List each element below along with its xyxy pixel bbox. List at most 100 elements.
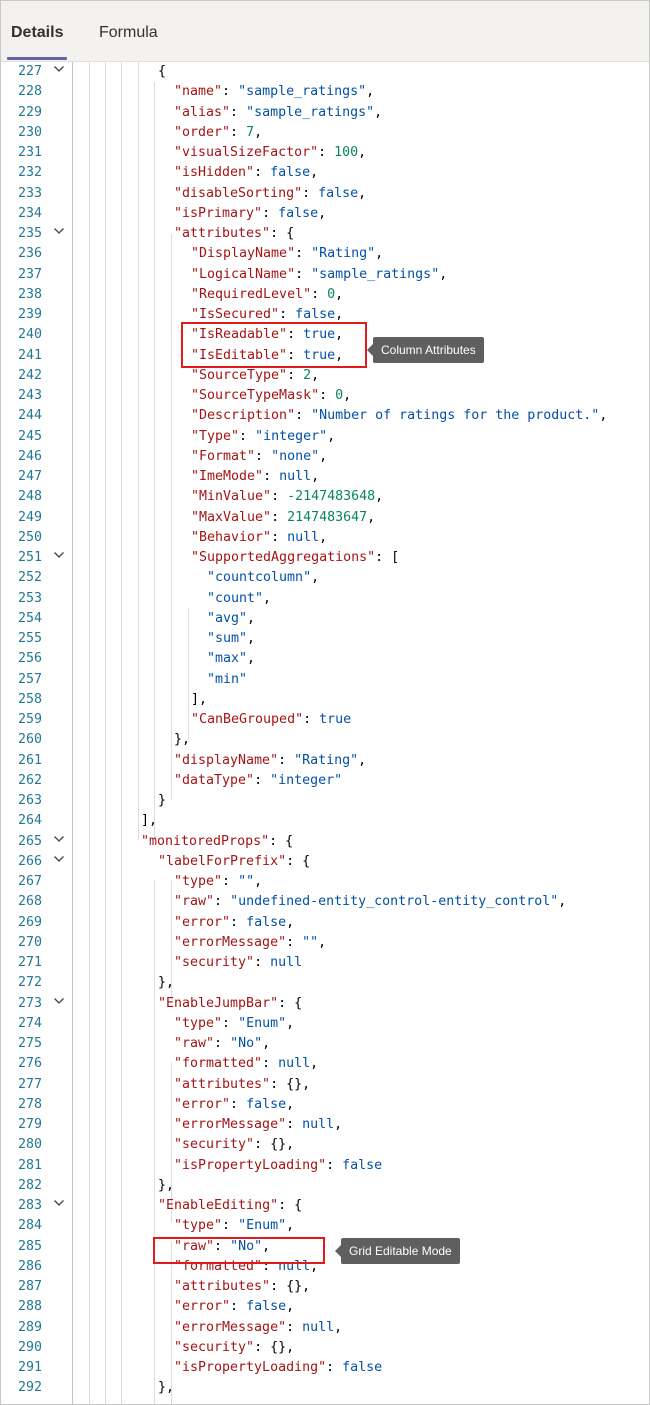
json-code-editor[interactable]: 227{228"name": "sample_ratings",229"alia…: [1, 62, 649, 1404]
code-text[interactable]: "ImeMode": null,: [191, 469, 320, 484]
code-text[interactable]: "LogicalName": "sample_ratings",: [191, 266, 448, 282]
code-text[interactable]: "displayName": "Rating",: [174, 752, 367, 768]
code-text[interactable]: "type": "",: [174, 874, 263, 889]
code-text[interactable]: "attributes": {},: [174, 1279, 311, 1294]
code-line: 271"security": null: [1, 953, 649, 973]
code-text[interactable]: "IsEditable": true,: [191, 347, 344, 363]
code-text[interactable]: "min": [207, 671, 248, 687]
code-text[interactable]: "MinValue": -2147483648,: [191, 489, 384, 505]
code-text[interactable]: "Behavior": null,: [191, 529, 328, 545]
code-text[interactable]: "attributes": {: [174, 226, 295, 241]
code-text[interactable]: "isPropertyLoading": false: [174, 1157, 383, 1173]
line-number: 262: [17, 772, 42, 788]
line-number: 281: [17, 1157, 42, 1173]
code-text[interactable]: "labelForPrefix": {: [158, 853, 311, 869]
code-text[interactable]: "visualSizeFactor": 100,: [174, 145, 367, 160]
code-text[interactable]: "Description": "Number of ratings for th…: [191, 408, 608, 424]
code-text[interactable]: },: [158, 1177, 175, 1193]
line-number: 237: [17, 266, 42, 282]
code-line: 289"errorMessage": null,: [1, 1318, 649, 1338]
code-text[interactable]: "MaxValue": 2147483647,: [191, 509, 376, 525]
code-text[interactable]: "isPrimary": false,: [174, 205, 327, 221]
fold-chevron-icon[interactable]: [53, 854, 64, 864]
code-text[interactable]: "disableSorting": false,: [174, 185, 367, 201]
code-text[interactable]: "avg",: [207, 610, 256, 626]
line-number: 254: [17, 610, 42, 626]
code-text[interactable]: "EnableJumpBar": {: [158, 995, 303, 1011]
tab-formula[interactable]: Formula: [99, 24, 158, 41]
code-text[interactable]: "type": "Enum",: [174, 1015, 295, 1031]
code-text[interactable]: },: [158, 1380, 175, 1396]
code-line: 278"error": false,: [1, 1095, 649, 1115]
code-text[interactable]: "security": null: [174, 955, 303, 970]
code-text[interactable]: "error": false,: [174, 1299, 295, 1315]
line-number: 227: [17, 64, 42, 79]
code-text[interactable]: "max",: [207, 651, 256, 667]
code-text[interactable]: "errorMessage": "",: [174, 934, 327, 950]
code-text[interactable]: "formatted": null,: [174, 1056, 319, 1072]
code-line: 286"formatted": null,: [1, 1257, 649, 1277]
code-line: 281 "isPropertyLoading": false: [1, 1156, 649, 1176]
code-text[interactable]: "error": false,: [174, 914, 295, 930]
code-text[interactable]: "raw": "No",: [174, 1036, 271, 1051]
code-text[interactable]: "IsReadable": true,: [191, 327, 344, 343]
code-text[interactable]: "RequiredLevel": 0,: [191, 286, 344, 302]
code-text[interactable]: "EnableEditing": {: [158, 1198, 303, 1213]
fold-chevron-icon[interactable]: [53, 834, 64, 844]
line-number: 259: [17, 712, 42, 727]
code-text[interactable]: "error": false,: [174, 1096, 295, 1112]
code-text[interactable]: "SourceType": 2,: [191, 367, 320, 383]
code-text[interactable]: "CanBeGrouped": true: [191, 712, 352, 727]
code-text[interactable]: "Format": "none",: [191, 448, 328, 464]
code-text[interactable]: "SupportedAggregations": [: [191, 550, 400, 565]
code-text[interactable]: ],: [141, 813, 158, 829]
code-text[interactable]: {: [158, 64, 167, 79]
code-text[interactable]: "DisplayName": "Rating",: [191, 246, 384, 262]
code-text[interactable]: "raw": "undefined-entity_control-entity_…: [174, 894, 567, 910]
fold-chevron-icon[interactable]: [53, 1198, 64, 1208]
indent-guide: [188, 608, 189, 740]
code-line: 292},: [1, 1378, 649, 1398]
code-line: 266"labelForPrefix": {: [1, 852, 649, 872]
fold-chevron-icon[interactable]: [53, 996, 64, 1006]
code-text[interactable]: "count",: [207, 590, 272, 606]
fold-chevron-icon[interactable]: [53, 550, 64, 560]
code-text[interactable]: "SourceTypeMask": 0,: [191, 388, 352, 403]
fold-chevron-icon[interactable]: [53, 226, 64, 236]
line-number: 285: [17, 1238, 42, 1254]
tab-details[interactable]: Details: [11, 24, 64, 41]
code-text[interactable]: "errorMessage": null,: [174, 1319, 343, 1335]
code-text[interactable]: "order": 7,: [174, 124, 263, 140]
code-text[interactable]: }: [158, 793, 167, 808]
code-text[interactable]: "raw": "No",: [174, 1238, 271, 1254]
code-line: 280"security": {},: [1, 1135, 649, 1155]
code-text[interactable]: },: [174, 732, 191, 748]
code-text[interactable]: "alias": "sample_ratings",: [174, 104, 383, 120]
code-text[interactable]: "name": "sample_ratings",: [174, 84, 375, 100]
code-line: 231"visualSizeFactor": 100,: [1, 143, 649, 163]
code-line: 247"ImeMode": null,: [1, 467, 649, 487]
code-text[interactable]: "Type": "integer",: [191, 428, 336, 444]
code-text[interactable]: "isPropertyLoading": false: [174, 1360, 383, 1375]
code-text[interactable]: "errorMessage": null,: [174, 1117, 343, 1132]
code-line: 258],: [1, 690, 649, 710]
code-text[interactable]: "dataType": "integer": [174, 772, 343, 788]
code-text[interactable]: "IsSecured": false,: [191, 307, 344, 322]
code-line: 274"type": "Enum",: [1, 1014, 649, 1034]
code-text[interactable]: "type": "Enum",: [174, 1218, 295, 1234]
indent-guide: [171, 880, 172, 1000]
code-text[interactable]: "security": {},: [174, 1137, 295, 1153]
code-text[interactable]: ],: [191, 691, 208, 707]
code-text[interactable]: "attributes": {},: [174, 1076, 311, 1092]
code-line: 230"order": 7,: [1, 123, 649, 143]
code-text[interactable]: "monitoredProps": {: [141, 833, 294, 849]
line-number: 273: [17, 995, 42, 1011]
code-text[interactable]: "sum",: [207, 631, 256, 646]
code-text[interactable]: "countcolumn",: [207, 570, 320, 586]
code-line: 272},: [1, 973, 649, 993]
code-text[interactable]: "isHidden": false,: [174, 165, 319, 181]
code-text[interactable]: },: [158, 975, 175, 991]
line-number: 228: [17, 84, 42, 100]
fold-chevron-icon[interactable]: [53, 64, 64, 74]
code-text[interactable]: "security": {},: [174, 1339, 295, 1355]
